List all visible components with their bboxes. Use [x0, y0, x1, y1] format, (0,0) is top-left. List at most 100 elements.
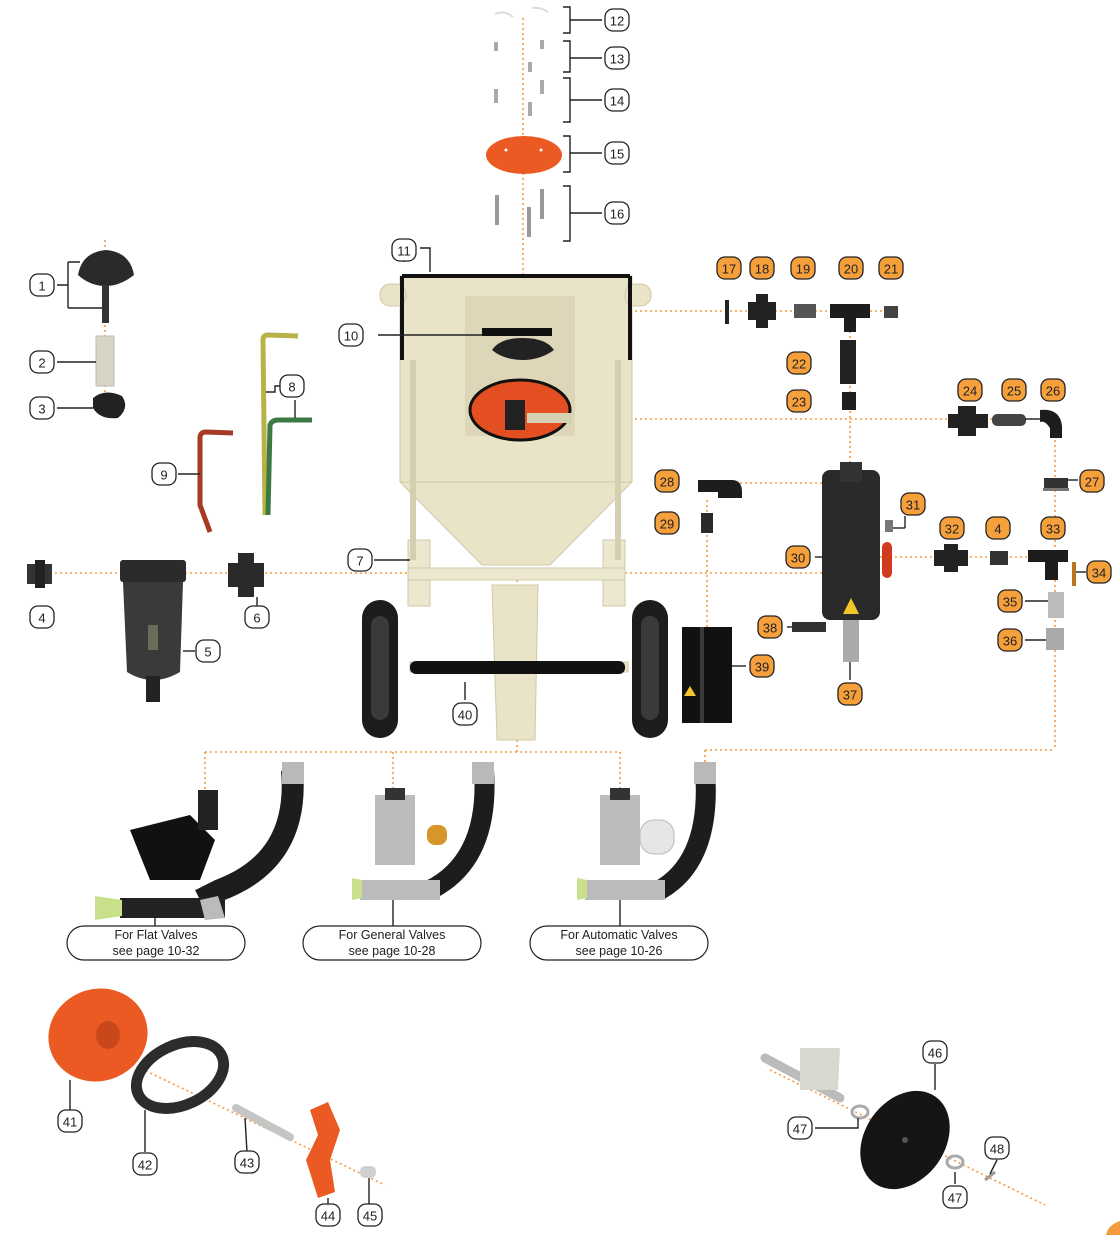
callout-c22: 22 [786, 351, 812, 375]
callout-number: 9 [160, 468, 167, 483]
callout-number: 16 [610, 207, 624, 222]
callout-number: 4 [994, 522, 1001, 537]
callout-c5: 5 [195, 639, 221, 663]
callout-number: 47 [948, 1191, 962, 1206]
callout-number: 35 [1003, 595, 1017, 610]
callout-c10: 10 [338, 323, 364, 347]
callout-number: 37 [843, 688, 857, 703]
callout-number: 48 [990, 1142, 1004, 1157]
callout-number: 30 [791, 551, 805, 566]
callout-number: 22 [792, 357, 806, 372]
callout-c39: 39 [749, 654, 775, 678]
valve-note-flat: For Flat Valves see page 10-32 [66, 925, 246, 961]
callout-number: 10 [344, 329, 358, 344]
callout-c28: 28 [654, 469, 680, 493]
callout-number: 7 [356, 554, 363, 569]
callout-c16: 16 [604, 201, 630, 225]
callout-number: 4 [38, 611, 45, 626]
callout-c19: 19 [790, 256, 816, 280]
callout-c29: 29 [654, 511, 680, 535]
note-flat-line1: For Flat Valves [114, 928, 197, 942]
callout-number: 5 [204, 645, 211, 660]
callout-c12: 12 [604, 8, 630, 32]
callout-number: 19 [796, 262, 810, 277]
callout-c46: 46 [922, 1040, 948, 1064]
callout-c47b: 47 [942, 1185, 968, 1209]
callout-c41: 41 [57, 1109, 83, 1133]
callout-c45: 45 [357, 1203, 383, 1227]
callout-number: 8 [288, 380, 295, 395]
note-general-line2: see page 10-28 [349, 944, 436, 958]
callout-c13: 13 [604, 46, 630, 70]
callout-number: 32 [945, 522, 959, 537]
callout-c43: 43 [234, 1150, 260, 1174]
callout-number: 2 [38, 356, 45, 371]
callout-c21: 21 [878, 256, 904, 280]
callout-c8: 8 [279, 374, 305, 398]
callout-number: 24 [963, 384, 977, 399]
callout-number: 36 [1003, 634, 1017, 649]
callout-number: 46 [928, 1046, 942, 1061]
wheel-hub-parts [760, 1048, 998, 1190]
callout-number: 25 [1007, 384, 1021, 399]
callout-c44: 44 [315, 1203, 341, 1227]
callout-c37: 37 [837, 682, 863, 706]
callout-number: 33 [1046, 522, 1060, 537]
callout-number: 39 [755, 660, 769, 675]
callout-number: 44 [321, 1209, 335, 1224]
note-automatic-line2: see page 10-26 [576, 944, 663, 958]
callout-c15: 15 [604, 141, 630, 165]
callout-number: 21 [884, 262, 898, 277]
callout-c42: 42 [132, 1152, 158, 1176]
callout-number: 1 [38, 279, 45, 294]
moisture-separator-row [27, 553, 264, 702]
callout-c7: 7 [347, 548, 373, 572]
callout-c30: 30 [785, 545, 811, 569]
callout-number: 23 [792, 395, 806, 410]
callout-c33: 33 [1040, 516, 1066, 540]
callout-c32: 32 [939, 516, 965, 540]
callout-number: 27 [1085, 475, 1099, 490]
callout-c25: 25 [1001, 378, 1027, 402]
callout-number: 42 [138, 1158, 152, 1173]
callout-c47a: 47 [787, 1116, 813, 1140]
callout-number: 29 [660, 517, 674, 532]
note-flat-line2: see page 10-32 [113, 944, 200, 958]
page-corner-tab [1106, 1221, 1120, 1235]
door-parts [48, 988, 376, 1204]
callout-number: 45 [363, 1209, 377, 1224]
callout-c27: 27 [1079, 469, 1105, 493]
callout-c1: 1 [29, 273, 55, 297]
hopper-bolts [486, 6, 562, 237]
callout-number: 3 [38, 402, 45, 417]
callout-c20: 20 [838, 256, 864, 280]
callout-c4a: 4 [29, 605, 55, 629]
callout-c3: 3 [29, 396, 55, 420]
callout-number: 43 [240, 1156, 254, 1171]
callout-c26: 26 [1040, 378, 1066, 402]
callout-c11: 11 [391, 238, 417, 262]
pop-up-valve-assembly [57, 250, 134, 419]
callout-number: 18 [755, 262, 769, 277]
note-general-line1: For General Valves [339, 928, 446, 942]
valve-note-general: For General Valves see page 10-28 [302, 925, 482, 961]
callout-number: 15 [610, 147, 624, 162]
callout-number: 47 [793, 1122, 807, 1137]
callout-number: 28 [660, 475, 674, 490]
callout-c34: 34 [1086, 560, 1112, 584]
callout-number: 26 [1046, 384, 1060, 399]
callout-number: 17 [722, 262, 736, 277]
callout-c6: 6 [244, 605, 270, 629]
brackets-12-16 [563, 6, 602, 242]
callout-c14: 14 [604, 88, 630, 112]
valve-assemblies [95, 762, 716, 926]
guide-lines [55, 18, 1056, 1206]
callout-number: 20 [844, 262, 858, 277]
callout-number: 40 [458, 708, 472, 723]
callout-c40: 40 [452, 702, 478, 726]
callout-number: 38 [763, 621, 777, 636]
callout-number: 41 [63, 1115, 77, 1130]
callout-c38: 38 [757, 615, 783, 639]
